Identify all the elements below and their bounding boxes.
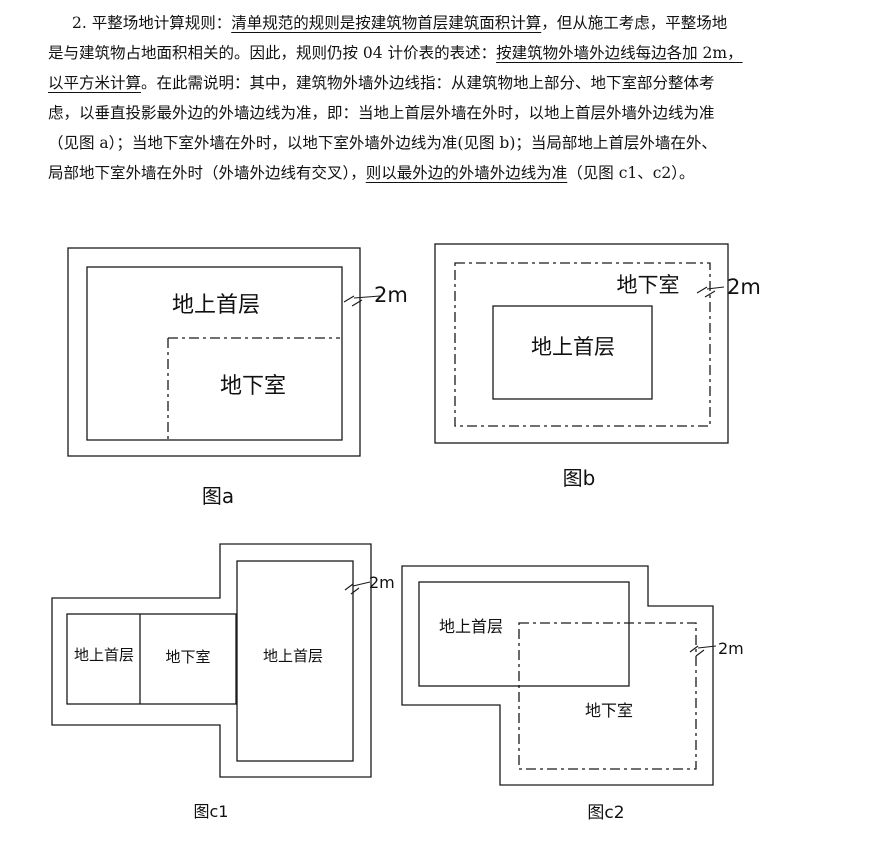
ground-floor-outline-c2 <box>418 581 630 687</box>
label-basement-c1: 地下室 <box>165 648 210 666</box>
underlined-phrase: 以平方米计算 <box>48 74 142 92</box>
paragraph-line-4: 虑，以垂直投影最外边的外墙边线为准，即：当地上首层外墙在外时，以地上首层外墙外边… <box>48 104 715 122</box>
caption-a: 图a <box>202 484 234 508</box>
underlined-phrase: 则以最外边的外墙外边线为准 <box>365 164 568 182</box>
label-ground-floor-c2: 地上首层 <box>439 617 503 636</box>
text-run: 是与建筑物占地面积相关的。因此，规则仍按 04 计价表的表述： <box>48 44 497 62</box>
dim-label-b: 2m <box>727 275 761 299</box>
label-ground-floor-c1-left: 地上首层 <box>74 646 134 664</box>
label-basement-a: 地下室 <box>220 374 286 399</box>
dimension-mark-c1 <box>344 581 371 595</box>
text-run: ，但从施工考虑，平整场地 <box>541 14 728 32</box>
dimension-mark-a <box>343 295 381 307</box>
paragraph-line-3: 以平方米计算。在此需说明：其中，建筑物外墙外边线指：从建筑物地上部分、地下室部分… <box>48 68 848 98</box>
dimension-mark-c2 <box>689 645 717 657</box>
figure-c2 <box>401 565 717 786</box>
ground-floor-right-outline <box>236 560 354 762</box>
text-run: （见图 c1、c2）。 <box>567 164 695 182</box>
label-ground-floor-b: 地上首层 <box>531 335 615 359</box>
paragraph-line-5: （见图 a）；当地下室外墙在外时，以地下室外墙外边线为准(见图 b)；当局部地上… <box>48 134 717 152</box>
text-run: 局部地下室外墙在外时（外墙外边线有交叉）， <box>48 164 366 182</box>
ground-floor-outline-b <box>492 305 653 400</box>
outer-boundary-b <box>434 243 729 444</box>
rule-heading: 2. 平整场地计算规则： <box>72 14 232 32</box>
caption-b: 图b <box>563 466 596 490</box>
label-ground-floor-a: 地上首层 <box>172 293 260 318</box>
paragraph-line-2: 是与建筑物占地面积相关的。因此，规则仍按 04 计价表的表述：按建筑物外墙外边线… <box>48 38 848 68</box>
figure-b <box>434 243 729 444</box>
ground-floor-outline-a <box>86 266 343 441</box>
label-basement-c2: 地下室 <box>585 701 633 720</box>
dimension-mark-b <box>696 286 725 298</box>
underlined-phrase: 清单规范的规则是按建筑物首层建筑面积计算 <box>231 14 542 32</box>
dim-label-c2: 2m <box>718 639 744 658</box>
outer-boundary-a <box>67 247 361 457</box>
ground-floor-left-outline <box>66 613 237 705</box>
basement-outline-a <box>167 337 340 440</box>
text-run: 。在此需说明：其中，建筑物外墙外边线指：从建筑物地上部分、地下室部分整体考 <box>141 74 715 92</box>
dim-label-c1: 2m <box>369 573 395 592</box>
paragraph-line-1: 2. 平整场地计算规则：清单规范的规则是按建筑物首层建筑面积计算，但从施工考虑，… <box>48 8 848 38</box>
caption-c2: 图c2 <box>587 803 624 823</box>
rule-paragraph: 2. 平整场地计算规则：清单规范的规则是按建筑物首层建筑面积计算，但从施工考虑，… <box>48 8 848 188</box>
outer-boundary-c1 <box>51 543 372 778</box>
label-basement-b: 地下室 <box>617 273 680 297</box>
dim-label-a: 2m <box>374 283 408 307</box>
underlined-phrase: 按建筑物外墙外边线每边各加 2m， <box>496 44 743 62</box>
basement-outline-b <box>454 262 711 427</box>
figure-a <box>67 247 381 457</box>
basement-outline-c2 <box>518 622 697 770</box>
figure-c1 <box>51 543 372 778</box>
caption-c1: 图c1 <box>194 802 229 821</box>
outer-boundary-c2 <box>401 565 714 786</box>
label-ground-floor-c1-right: 地上首层 <box>263 647 323 665</box>
paragraph-line-6: 局部地下室外墙在外时（外墙外边线有交叉），则以最外边的外墙外边线为准（见图 c1… <box>48 158 848 188</box>
